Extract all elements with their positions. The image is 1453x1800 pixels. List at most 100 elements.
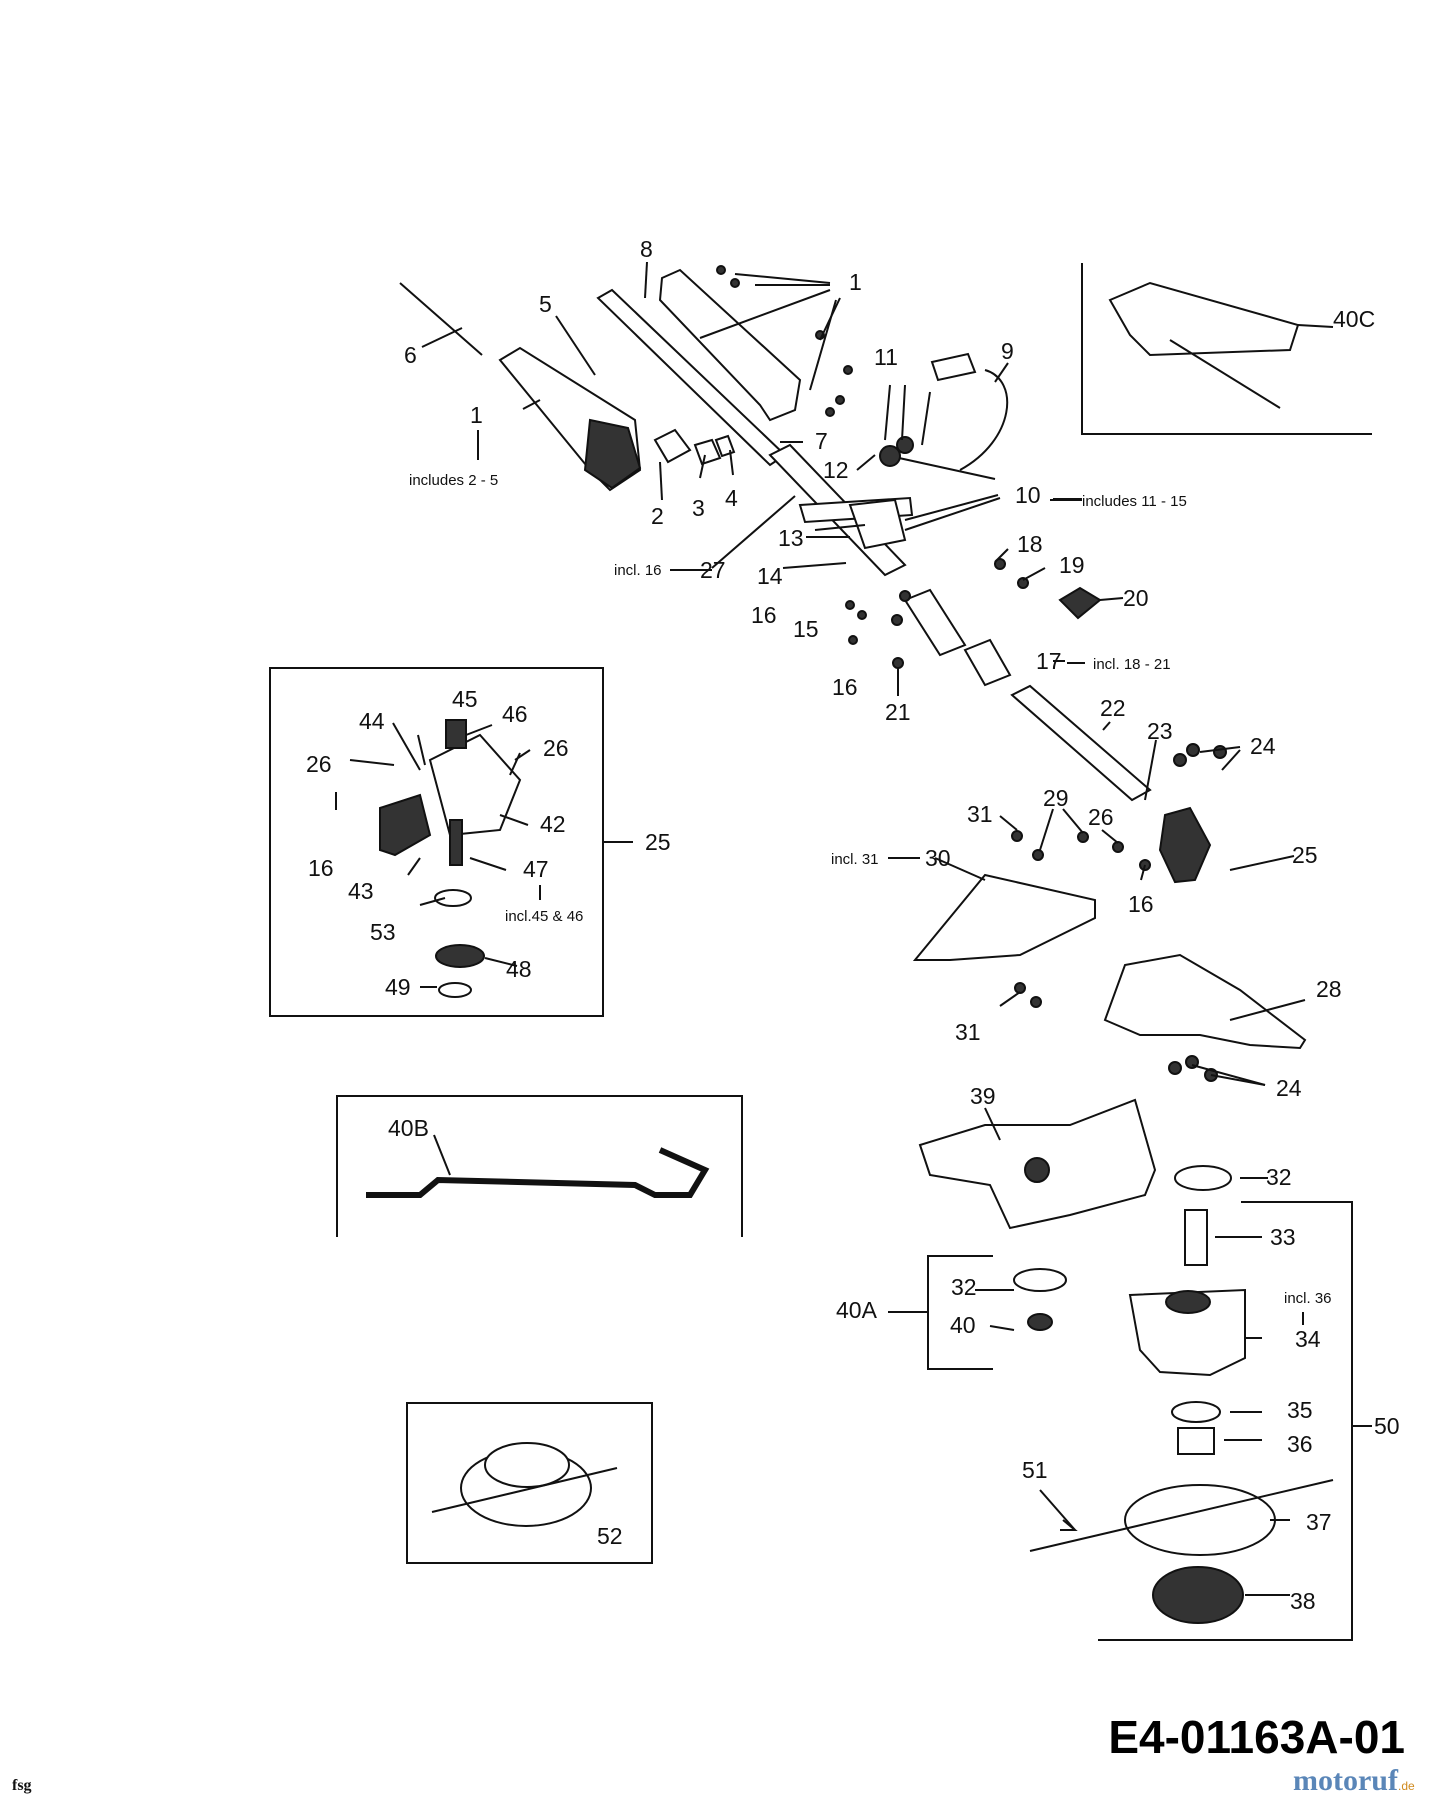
label-16d: 16 <box>1128 891 1154 917</box>
note-incl-36: incl. 36 <box>1284 1290 1332 1307</box>
label-2: 2 <box>651 503 664 529</box>
grip-9 <box>930 352 977 382</box>
label-50: 50 <box>1374 1413 1400 1439</box>
guard-30 <box>912 873 1096 961</box>
corner-mark: fsg <box>12 1777 32 1794</box>
lower-tube <box>1010 684 1152 802</box>
label-1a: 1 <box>849 269 862 295</box>
label-33: 33 <box>1270 1224 1296 1250</box>
label-47: 47 <box>523 856 549 882</box>
label-34: 34 <box>1295 1326 1321 1352</box>
label-45: 45 <box>452 686 478 712</box>
label-31a: 31 <box>967 801 993 827</box>
label-44: 44 <box>359 708 385 734</box>
label-26b: 26 <box>306 751 332 777</box>
label-16b: 16 <box>832 674 858 700</box>
guard-28 <box>1103 953 1307 1050</box>
gear-43 <box>379 793 432 857</box>
line-52 <box>431 1467 618 1513</box>
note-incl-16: incl. 16 <box>614 562 662 579</box>
arrow-51 <box>1039 1489 1076 1531</box>
harness-40c <box>1108 281 1300 357</box>
note-incl-31: incl. 31 <box>831 851 879 868</box>
label-8: 8 <box>640 236 653 262</box>
label-9: 9 <box>1001 338 1014 364</box>
washer-32a <box>1174 1165 1232 1191</box>
label-16c: 16 <box>308 855 334 881</box>
label-16a: 16 <box>751 602 777 628</box>
throttle-housing <box>583 418 642 490</box>
box-52 <box>406 1402 653 1564</box>
label-51: 51 <box>1022 1457 1048 1483</box>
label-18: 18 <box>1017 531 1043 557</box>
label-29: 29 <box>1043 785 1069 811</box>
label-12: 12 <box>823 457 849 483</box>
label-20: 20 <box>1123 585 1149 611</box>
label-22: 22 <box>1100 695 1126 721</box>
washer-35 <box>1171 1401 1221 1423</box>
label-13: 13 <box>778 525 804 551</box>
clip-3 <box>693 438 722 466</box>
label-3: 3 <box>692 495 705 521</box>
gear-head <box>1158 806 1212 884</box>
label-40A: 40A <box>836 1297 878 1323</box>
label-10: 10 <box>1015 482 1041 508</box>
leader-lines <box>335 261 1334 1596</box>
spring-36 <box>1177 1427 1215 1455</box>
brand-suffix: .de <box>1398 1779 1415 1793</box>
label-21: 21 <box>885 699 911 725</box>
cable-6 <box>399 282 483 356</box>
label-7: 7 <box>815 428 828 454</box>
label-11: 11 <box>874 344 898 370</box>
label-52: 52 <box>597 1523 623 1549</box>
label-43: 43 <box>348 878 374 904</box>
label-26c: 26 <box>543 735 569 761</box>
trimmer-line <box>1029 1479 1334 1552</box>
box-40c <box>1081 263 1372 435</box>
knob-38 <box>1152 1566 1244 1624</box>
washer-32b <box>1013 1268 1067 1292</box>
arrow-51-head <box>1060 1519 1078 1531</box>
brand-logo: motoruf.de <box>1293 1764 1415 1797</box>
harness-strap <box>1169 339 1281 409</box>
clamp-10 <box>848 498 907 550</box>
label-36: 36 <box>1287 1431 1313 1457</box>
handle-right <box>658 268 802 422</box>
nut-40 <box>1027 1313 1053 1331</box>
label-24b: 24 <box>1276 1075 1302 1101</box>
label-30: 30 <box>925 845 951 871</box>
label-4: 4 <box>725 485 738 511</box>
hose-9 <box>959 369 1009 471</box>
label-42: 42 <box>540 811 566 837</box>
label-23: 23 <box>1147 718 1173 744</box>
head-34 <box>1128 1288 1246 1377</box>
shaft-47 <box>449 819 463 866</box>
label-48: 48 <box>506 956 532 982</box>
bearing-34 <box>1165 1290 1211 1314</box>
label-17: 17 <box>1036 648 1062 674</box>
knob-20 <box>1058 586 1102 620</box>
drawing-code: E4-01163A-01 <box>1108 1711 1405 1763</box>
label-46: 46 <box>502 701 528 727</box>
brand-main: motoruf <box>1293 1764 1399 1797</box>
label-39: 39 <box>970 1083 996 1109</box>
label-31b: 31 <box>955 1019 981 1045</box>
note-includes-11-15: includes 11 - 15 <box>1082 493 1187 510</box>
note-incl-18-21: incl. 18 - 21 <box>1093 656 1171 673</box>
coupler-17 <box>903 588 967 657</box>
box-gearbox <box>269 667 604 1017</box>
wrench-40b <box>366 1147 710 1198</box>
ring-53 <box>434 889 472 907</box>
label-40: 40 <box>950 1312 976 1338</box>
label-40C: 40C <box>1333 306 1375 332</box>
spool-52-top <box>484 1442 570 1488</box>
blade-hub <box>1024 1157 1050 1183</box>
knob-12 <box>879 445 901 467</box>
clip-2 <box>653 428 692 464</box>
label-1b: 1 <box>470 402 483 428</box>
label-53: 53 <box>370 919 396 945</box>
label-15: 15 <box>793 616 819 642</box>
label-26a: 26 <box>1088 804 1114 830</box>
label-32a: 32 <box>1266 1164 1292 1190</box>
